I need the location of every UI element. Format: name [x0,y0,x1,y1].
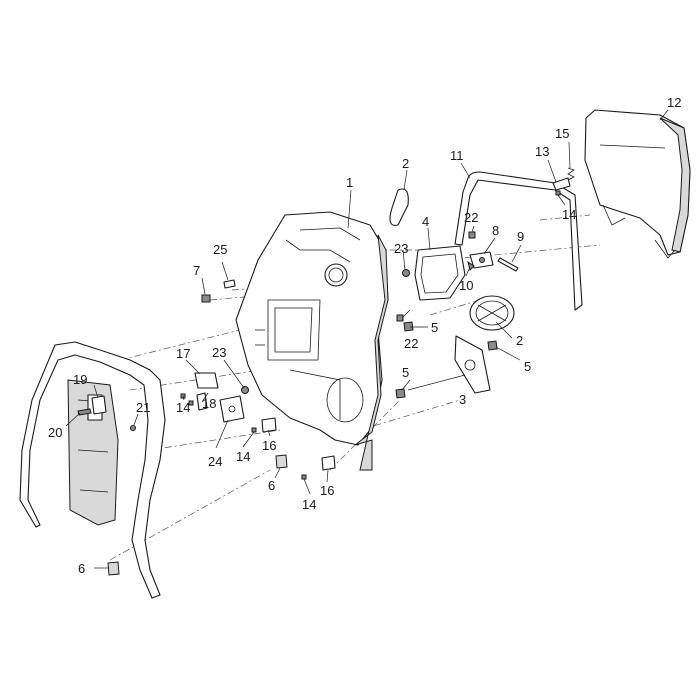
front-frame-part-21 [19,341,166,599]
callout-17: 17 [176,346,190,361]
callout-10: 10 [459,278,473,293]
callout-12: 12 [667,95,681,110]
callout-16-lower: 16 [320,483,334,498]
callout-1: 1 [346,175,353,190]
clip-part-13 [552,177,571,191]
clip-part-16-lower [321,455,336,471]
bracket-part-3 [454,335,491,394]
callout-5-right: 5 [524,359,531,374]
screw-part-20 [77,408,92,416]
callout-11: 11 [450,148,464,163]
callout-14-right: 14 [562,207,576,222]
callout-9: 9 [517,229,524,244]
callout-20: 20 [48,425,62,440]
callout-3: 3 [459,392,466,407]
clip-part-17 [194,372,219,389]
screw-part-7 [201,294,211,303]
callout-23-lower: 23 [212,345,226,360]
clip-part-19 [91,395,107,415]
leader-lines [65,109,669,569]
clip-part-6-left [107,561,120,576]
callout-labels: 1 2 2 3 4 5 5 5 6 6 7 8 9 10 11 12 13 14… [48,95,681,576]
callout-2-lower: 2 [516,333,523,348]
grill-part-2-lower [469,295,515,331]
screws-part-14 [180,190,561,480]
callout-5-lower: 5 [402,365,409,380]
clip-part-16-upper [261,417,277,433]
rear-panel-part-12 [584,109,691,259]
callout-4: 4 [422,214,429,229]
latch-part-8 [467,251,494,271]
nut-part-23-lower [241,386,249,394]
nuts-part-22 [396,231,476,322]
cover-part-2-upper [389,188,409,226]
callout-14-lower: 14 [302,497,316,512]
spring-part-15 [567,167,575,181]
callout-6-center: 6 [268,478,275,493]
clip-part-25 [223,279,236,289]
callout-18: 18 [202,396,216,411]
callout-16-upper: 16 [262,438,276,453]
clip-part-6-center [275,454,288,469]
door-part-4 [414,245,466,301]
callout-14-center: 14 [236,449,250,464]
callout-24: 24 [208,454,222,469]
callout-15: 15 [555,126,569,141]
callout-7: 7 [193,263,200,278]
callout-13: 13 [535,144,549,159]
callout-21: 21 [136,400,150,415]
callout-5-center: 5 [431,320,438,335]
callout-22-upper: 22 [464,210,478,225]
callout-2-upper: 2 [402,156,409,171]
callout-23-upper: 23 [394,241,408,256]
callout-6-left: 6 [78,561,85,576]
bracket-part-24 [219,395,245,423]
screws-part-5 [395,321,498,399]
callout-25: 25 [213,242,227,257]
callout-14-left: 14 [176,400,190,415]
nut-part-23-upper [402,269,410,277]
leg-shield-part-1 [235,211,389,471]
callout-8: 8 [492,223,499,238]
callout-22-lower: 22 [404,336,418,351]
callout-19: 19 [73,372,87,387]
pin-part-9 [497,257,519,272]
